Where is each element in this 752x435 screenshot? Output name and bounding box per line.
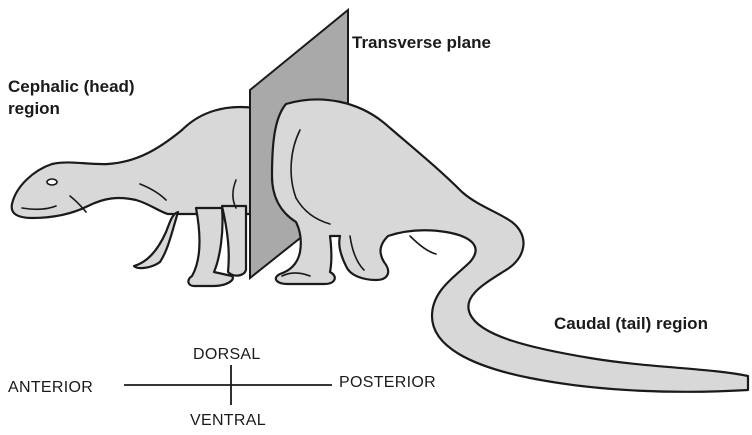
posterior-label: POSTERIOR (339, 374, 436, 392)
dinosaur-back-half (272, 99, 748, 391)
dinosaur-front-half (12, 107, 255, 286)
transverse-plane-label: Transverse plane (352, 32, 491, 53)
ventral-label: VENTRAL (190, 412, 266, 430)
cephalic-region-label-line2: region (8, 98, 60, 119)
anterior-label: ANTERIOR (8, 379, 93, 397)
caudal-region-label: Caudal (tail) region (554, 313, 708, 334)
dorsal-label: DORSAL (193, 346, 261, 364)
cephalic-region-label: Cephalic (head) (8, 76, 135, 97)
orientation-compass (124, 365, 332, 405)
